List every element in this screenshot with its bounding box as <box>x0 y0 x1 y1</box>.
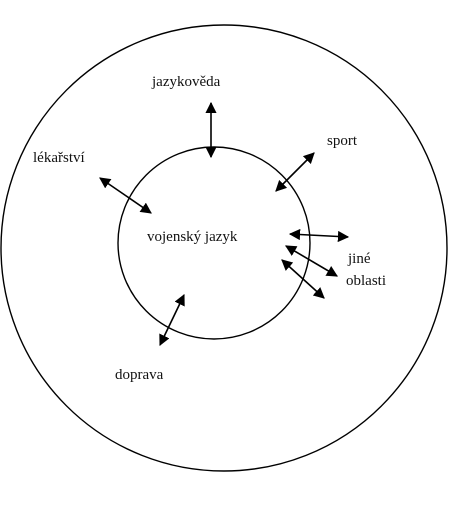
arrow-sport <box>275 152 315 192</box>
center-label: vojenský jazyk <box>147 229 238 245</box>
arrow-other-1 <box>288 228 350 243</box>
outer-circle <box>0 24 448 472</box>
label-linguistics: jazykověda <box>151 74 221 90</box>
label-sport: sport <box>327 133 358 149</box>
arrow-medicine <box>99 177 152 214</box>
arrow-other-3 <box>281 259 325 299</box>
label-other-line-1: jiné <box>347 251 371 267</box>
label-transport: doprava <box>115 367 164 383</box>
arrow-transport <box>159 293 185 347</box>
label-medicine: lékařství <box>33 150 85 166</box>
label-other-line-2: oblasti <box>346 273 386 289</box>
